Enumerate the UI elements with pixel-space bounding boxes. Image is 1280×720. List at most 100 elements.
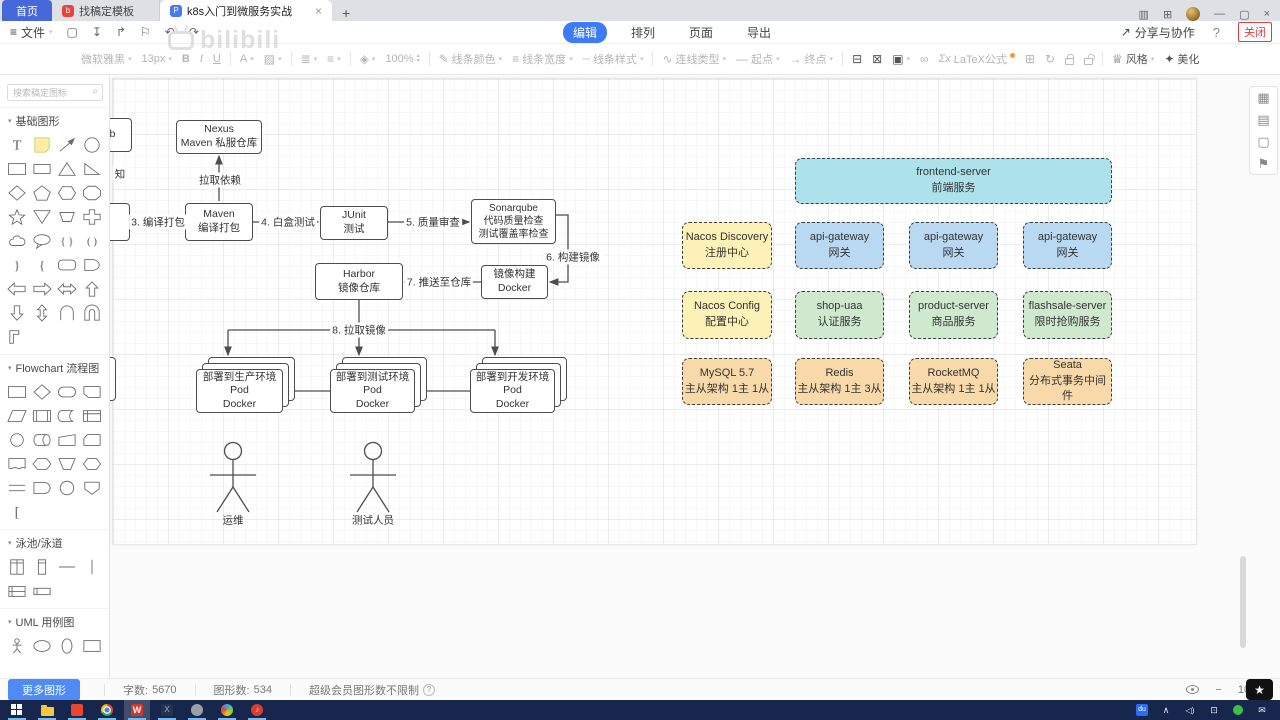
shape-arrow-down[interactable] — [4, 301, 29, 325]
vertical-scrollbar[interactable] — [1240, 556, 1246, 648]
browser-tab-home[interactable]: 首页 — [2, 0, 52, 21]
shape-document[interactable] — [4, 452, 29, 476]
node-notify-cut[interactable] — [110, 203, 130, 241]
shape-parallelogram[interactable] — [4, 404, 29, 428]
preview-eye-icon[interactable] — [1186, 685, 1200, 694]
shape-delay[interactable] — [29, 476, 54, 500]
redo-icon[interactable]: ↷ — [188, 25, 199, 39]
menu-页面[interactable]: 页面 — [689, 25, 714, 40]
shape-terminator[interactable] — [54, 380, 79, 404]
shape-hexagon-shape[interactable] — [79, 452, 104, 476]
zoom-out-button[interactable]: − — [1215, 683, 1222, 696]
shape-n-block[interactable] — [79, 301, 104, 325]
shape-pentagon[interactable] — [29, 181, 54, 205]
section-header[interactable]: ▾泳池/泳道 — [0, 529, 109, 554]
shape-line-vertical[interactable] — [79, 555, 104, 579]
replace-button[interactable]: ↻ — [1045, 52, 1055, 66]
avatar[interactable] — [1186, 7, 1201, 21]
section-header[interactable]: ▾Flowchart 流程图 — [0, 354, 109, 379]
style-button[interactable]: ♕风格▾ — [1112, 52, 1155, 66]
shape-bracket-left[interactable]: [ — [4, 500, 29, 524]
shape-process[interactable] — [4, 380, 29, 404]
underline-button[interactable]: U — [212, 53, 221, 65]
file-menu[interactable]: ≡ 文件 ▾ — [0, 24, 63, 41]
node-github[interactable]: GitHub — [110, 118, 132, 152]
line-start-select[interactable]: —起点▾ — [736, 52, 780, 66]
apps-grid-icon[interactable]: ⊞ — [1162, 8, 1173, 21]
tray-volume[interactable]: ◁) — [1185, 705, 1195, 715]
minimize-icon[interactable]: — — [1214, 8, 1226, 20]
favorite-overlay-badge[interactable]: ★ — [1246, 679, 1273, 700]
new-file-icon[interactable]: ▢ — [66, 25, 78, 39]
tray-antivirus-360[interactable] — [1230, 705, 1246, 715]
shape-line-horizontal[interactable] — [54, 555, 79, 579]
shape-internal-storage[interactable] — [79, 404, 104, 428]
shape-inverted-trapezoid[interactable] — [54, 452, 79, 476]
shape-off-page[interactable] — [79, 476, 104, 500]
unlock-button[interactable] — [1084, 54, 1094, 65]
shape-cross[interactable] — [79, 205, 104, 229]
shape-octagon[interactable] — [79, 181, 104, 205]
pages-icon[interactable]: ▤ — [1257, 112, 1270, 127]
shape-right-triangle[interactable] — [79, 157, 104, 181]
shape-lane-vertical[interactable] — [29, 555, 54, 579]
bold-button[interactable]: B — [181, 53, 190, 65]
taskbar-browser-360[interactable] — [214, 700, 240, 720]
insert-image-button[interactable]: ⊠ — [872, 52, 882, 66]
italic-button[interactable]: I — [199, 53, 203, 65]
line-color-select[interactable]: ✎线条颜色▾ — [438, 52, 503, 66]
taskbar-wps[interactable]: W — [124, 700, 150, 720]
shape-usecase-ellipse[interactable] — [29, 634, 54, 658]
shape-lane-horizontal[interactable] — [29, 579, 54, 603]
shape-rectangle[interactable] — [4, 157, 29, 181]
undo-icon[interactable]: ↶ — [164, 25, 175, 39]
layout-button[interactable]: ⊟ — [852, 52, 862, 66]
shape-predefined-process[interactable] — [29, 404, 54, 428]
shape-direct-data[interactable] — [29, 428, 54, 452]
new-tab-button[interactable]: + — [342, 5, 351, 21]
shape-hexagon[interactable] — [54, 181, 79, 205]
notebook-icon[interactable]: ▢ — [1257, 134, 1270, 149]
help-button[interactable]: ? — [1212, 24, 1220, 40]
tray-tray-expand[interactable]: ∧ — [1162, 704, 1170, 715]
section-header[interactable]: ▾基础图形 — [0, 107, 109, 132]
canvas-area[interactable]: 运维测试人员GitHubNexusMaven 私服仓库Maven编译打包JUni… — [110, 75, 1280, 678]
shape-inverted-triangle[interactable] — [29, 205, 54, 229]
shape-decision[interactable] — [29, 380, 54, 404]
taskbar-chrome[interactable] — [94, 700, 120, 720]
shape-u-shape[interactable] — [54, 301, 79, 325]
shape-brace-left[interactable]: { — [29, 253, 54, 277]
shape-uml-rect[interactable] — [79, 634, 104, 658]
line-style-select[interactable]: ┄线条样式▾ — [582, 52, 644, 66]
shape-triangle[interactable] — [54, 157, 79, 181]
highlight-color-button[interactable]: ▨▾ — [263, 52, 282, 66]
shape-pool-horizontal[interactable] — [4, 579, 29, 603]
shape-rectangle-2[interactable] — [29, 157, 54, 181]
shape-arrow-double-vertical[interactable] — [29, 301, 54, 325]
taskbar-media-app[interactable] — [64, 700, 90, 720]
reading-mode-icon[interactable]: ▥ — [1138, 8, 1149, 21]
font-size-select[interactable]: 13px▾ — [141, 53, 172, 65]
line-end-select[interactable]: →终点▾ — [789, 52, 834, 66]
list-button[interactable]: ≡▾ — [327, 52, 341, 66]
tray-baidu-netdisk[interactable]: du — [1134, 704, 1150, 716]
taskbar-music-app[interactable]: ♪ — [244, 700, 270, 720]
section-header[interactable]: ▾UML 用例图 — [0, 608, 109, 633]
align-button[interactable]: ≣▾ — [300, 52, 318, 66]
shape-flag[interactable] — [79, 380, 104, 404]
